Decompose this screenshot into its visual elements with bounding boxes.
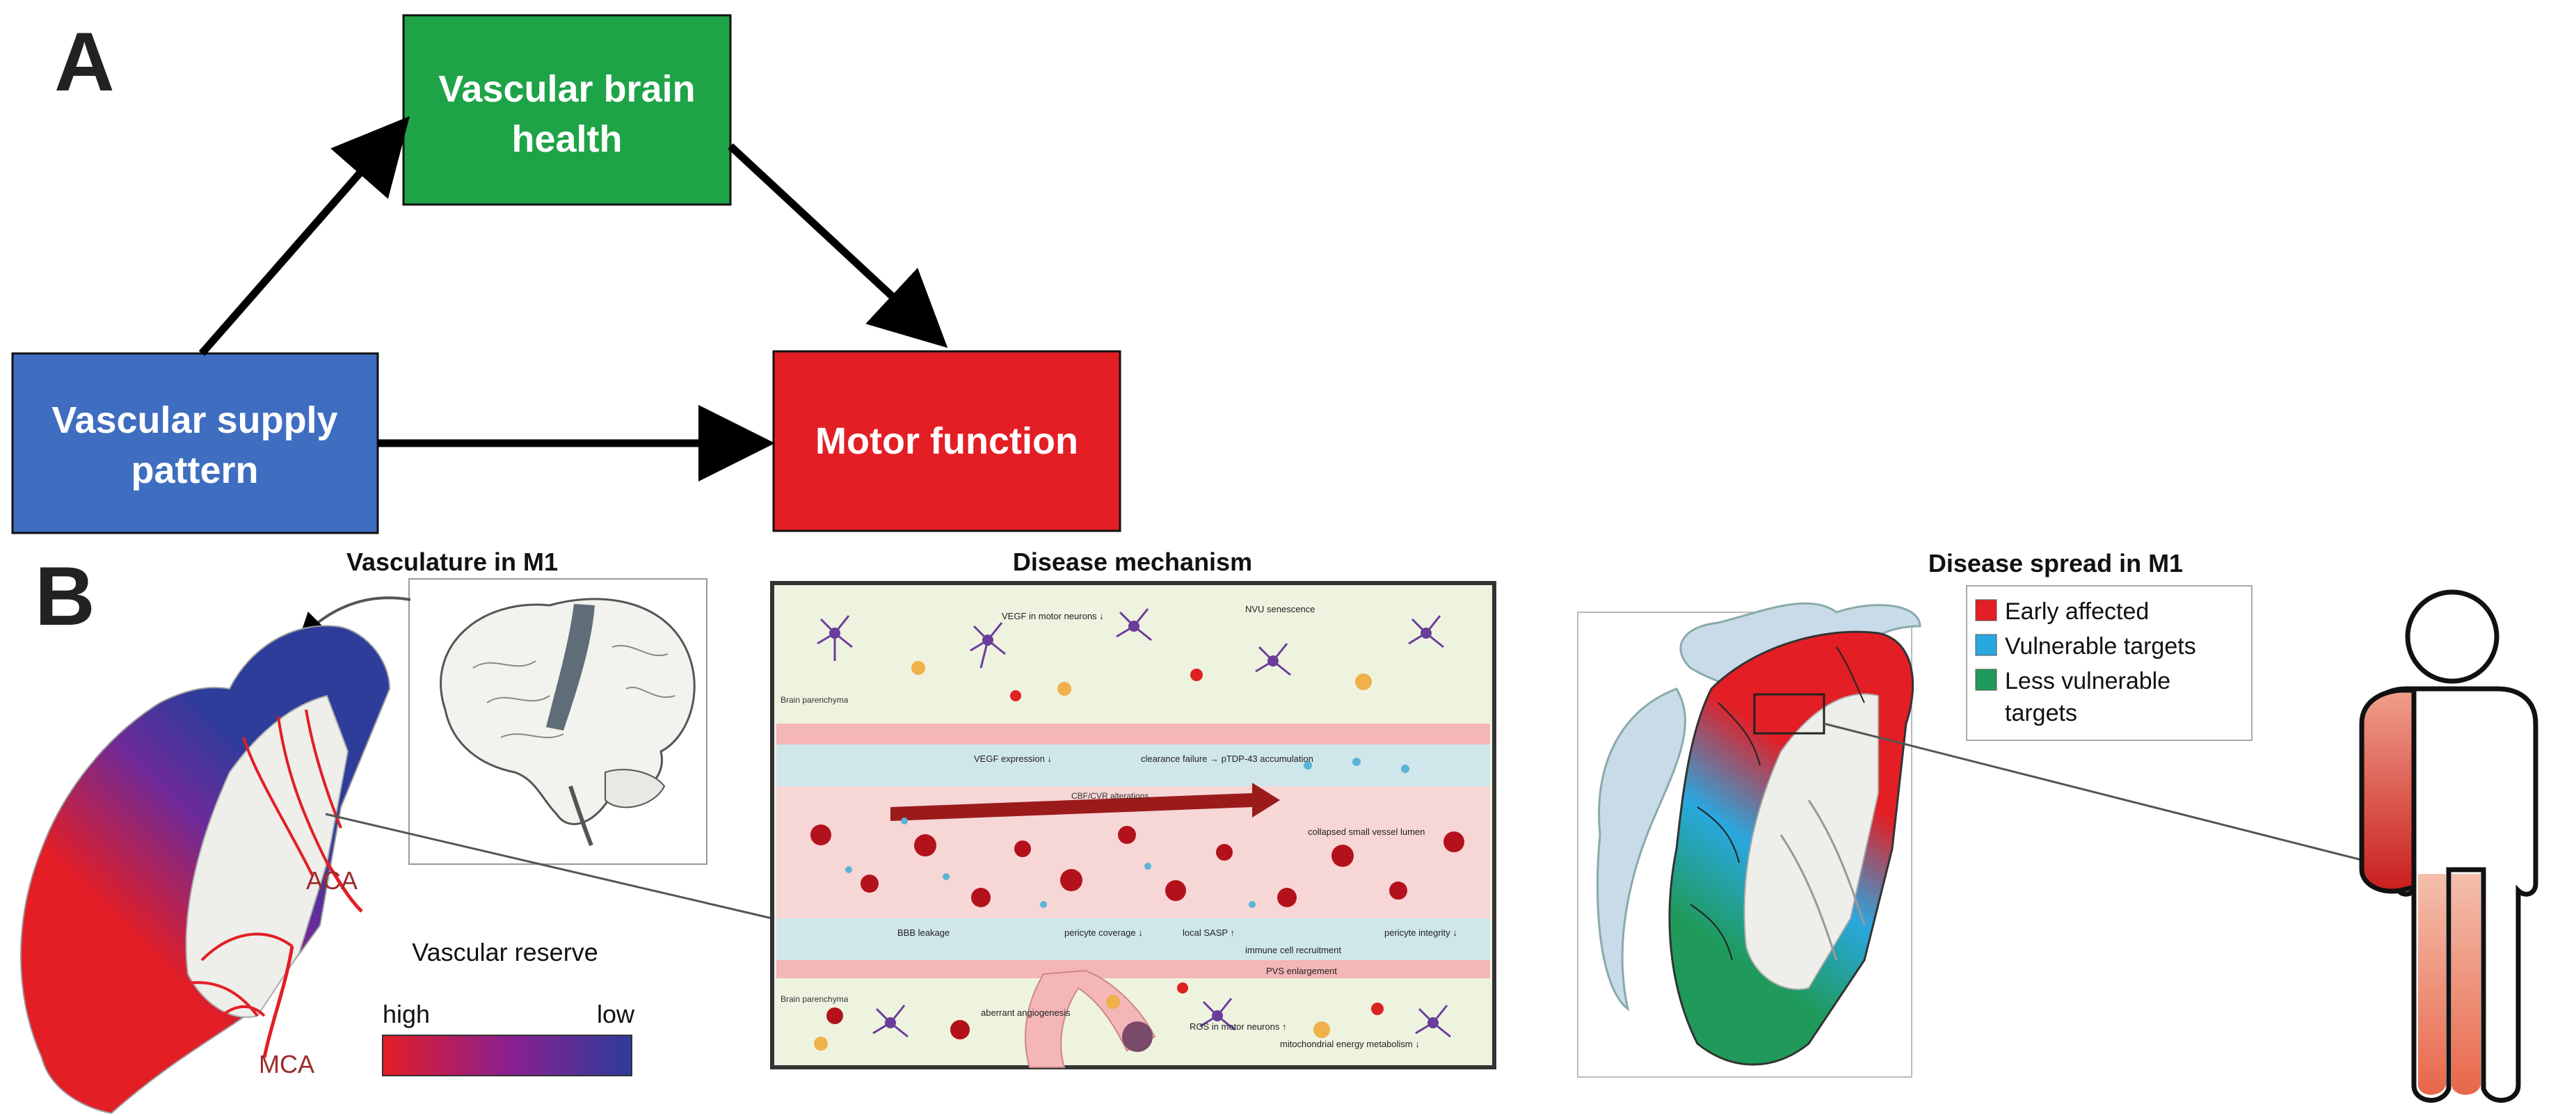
vasculature-section: Vasculature in M1 ACA MCA <box>20 548 707 1115</box>
panel-a: A Vascular brain health Vascular supply … <box>11 14 1121 534</box>
label-immune-recruitment: immune cell recruitment <box>1245 945 1341 955</box>
legend-less-vulnerable-line2: targets <box>2005 700 2077 726</box>
vascular-supply-pattern-line1: Vascular supply <box>51 399 337 441</box>
label-aberrant-angiogenesis: aberrant angiogenesis <box>981 1007 1071 1018</box>
pericyte-cell <box>1122 1021 1153 1052</box>
vessel-wall-bottom <box>776 960 1490 978</box>
panel-b-letter: B <box>35 550 95 643</box>
legend-swatch-vulnerable <box>1975 634 1997 656</box>
particles <box>845 758 1409 908</box>
person-figure <box>2359 589 2538 1103</box>
legend-early-affected: Early affected <box>2005 598 2149 625</box>
vascular-supply-pattern-line2: pattern <box>131 449 258 491</box>
label-ros: ROS in motor neurons ↑ <box>1190 1021 1286 1032</box>
brain-illustration <box>440 598 696 847</box>
label-collapsed-lumen: collapsed small vessel lumen <box>1308 827 1425 837</box>
mechanism-section: Disease mechanism <box>770 548 1496 1069</box>
aca-label: ACA <box>306 866 358 895</box>
spread-legend <box>1966 585 2253 741</box>
legend-swatch-less-vulnerable <box>1975 669 1997 691</box>
legend-vulnerable-targets: Vulnerable targets <box>2005 633 2196 660</box>
cbf-arrow <box>890 783 1280 821</box>
label-bbb-leakage: BBB leakage <box>897 927 950 938</box>
person-head <box>2405 589 2499 684</box>
vascular-brain-health-line1: Vascular brain <box>438 68 695 110</box>
label-brain-parenchyma-top: Brain parenchyma <box>781 695 849 705</box>
m1-cortex-vasculature <box>20 625 391 1115</box>
panel-b: B Vasculature in M1 A <box>20 548 2538 1115</box>
vascular-brain-health-line2: health <box>511 118 622 160</box>
inset-arrow <box>298 596 411 641</box>
legend-less-vulnerable-line1: Less vulnerable <box>2005 668 2170 694</box>
label-cbf: CBF/CVR alterations <box>1071 791 1149 801</box>
neurons-top <box>817 608 1451 1038</box>
label-clearance-failure: clearance failure → pTDP-43 accumulation <box>1141 754 1313 764</box>
label-local-sasp: local SASP ↑ <box>1183 927 1235 938</box>
vascular-brain-health-box <box>402 14 732 206</box>
aberrant-vessel <box>1025 969 1156 1068</box>
spread-brain-slice <box>1596 602 1921 1066</box>
astrocytes <box>814 661 1372 1051</box>
motor-function-box <box>772 350 1121 532</box>
label-pvs-enlargement: PVS enlargement <box>1266 966 1337 976</box>
label-nvu-senescence: NVU senescence <box>1245 604 1315 614</box>
red-blood-cells <box>810 824 1464 1039</box>
mca-label: MCA <box>259 1050 314 1078</box>
neuron-somas <box>829 621 1439 1028</box>
mechanism-title: Disease mechanism <box>1013 548 1252 576</box>
label-vegf-expression: VEGF expression ↓ <box>974 754 1052 764</box>
affected-arm <box>2359 687 2417 894</box>
cortex-to-mechanism-line <box>325 813 773 920</box>
vessel-wall-top <box>776 724 1490 744</box>
slice-to-person-line <box>1823 722 2362 861</box>
label-brain-parenchyma-bottom: Brain parenchyma <box>781 994 849 1004</box>
label-pericyte-coverage: pericyte coverage ↓ <box>1064 927 1143 938</box>
arrow-health-to-motor <box>728 143 948 348</box>
vasculature-title: Vasculature in M1 <box>346 548 558 576</box>
label-pericyte-integrity: pericyte integrity ↓ <box>1384 927 1457 938</box>
label-mitochondrial: mitochondrial energy metabolism ↓ <box>1280 1039 1420 1049</box>
reserve-high-label: high <box>383 1000 430 1028</box>
affected-leg-right <box>2451 874 2481 1095</box>
arrow-supply-to-health <box>198 115 410 356</box>
spread-title: Disease spread in M1 <box>1928 549 2183 577</box>
vascular-supply-pattern-box <box>11 352 379 534</box>
spread-section: Disease spread in M1 Early affected Vuln… <box>1577 549 2538 1103</box>
reserve-low-label: low <box>597 1000 635 1028</box>
label-vegf-neurons: VEGF in motor neurons ↓ <box>1002 611 1104 621</box>
legend-swatch-early <box>1975 599 1997 621</box>
perivascular-bottom <box>776 918 1490 960</box>
motor-function-label: Motor function <box>815 420 1078 462</box>
vascular-reserve-label: Vascular reserve <box>412 938 598 966</box>
perivascular-top <box>776 744 1490 786</box>
microglia <box>1010 669 1384 1015</box>
affected-leg-left <box>2418 874 2446 1095</box>
vascular-reserve-colorbar <box>382 1035 632 1076</box>
panel-a-letter: A <box>54 15 115 109</box>
